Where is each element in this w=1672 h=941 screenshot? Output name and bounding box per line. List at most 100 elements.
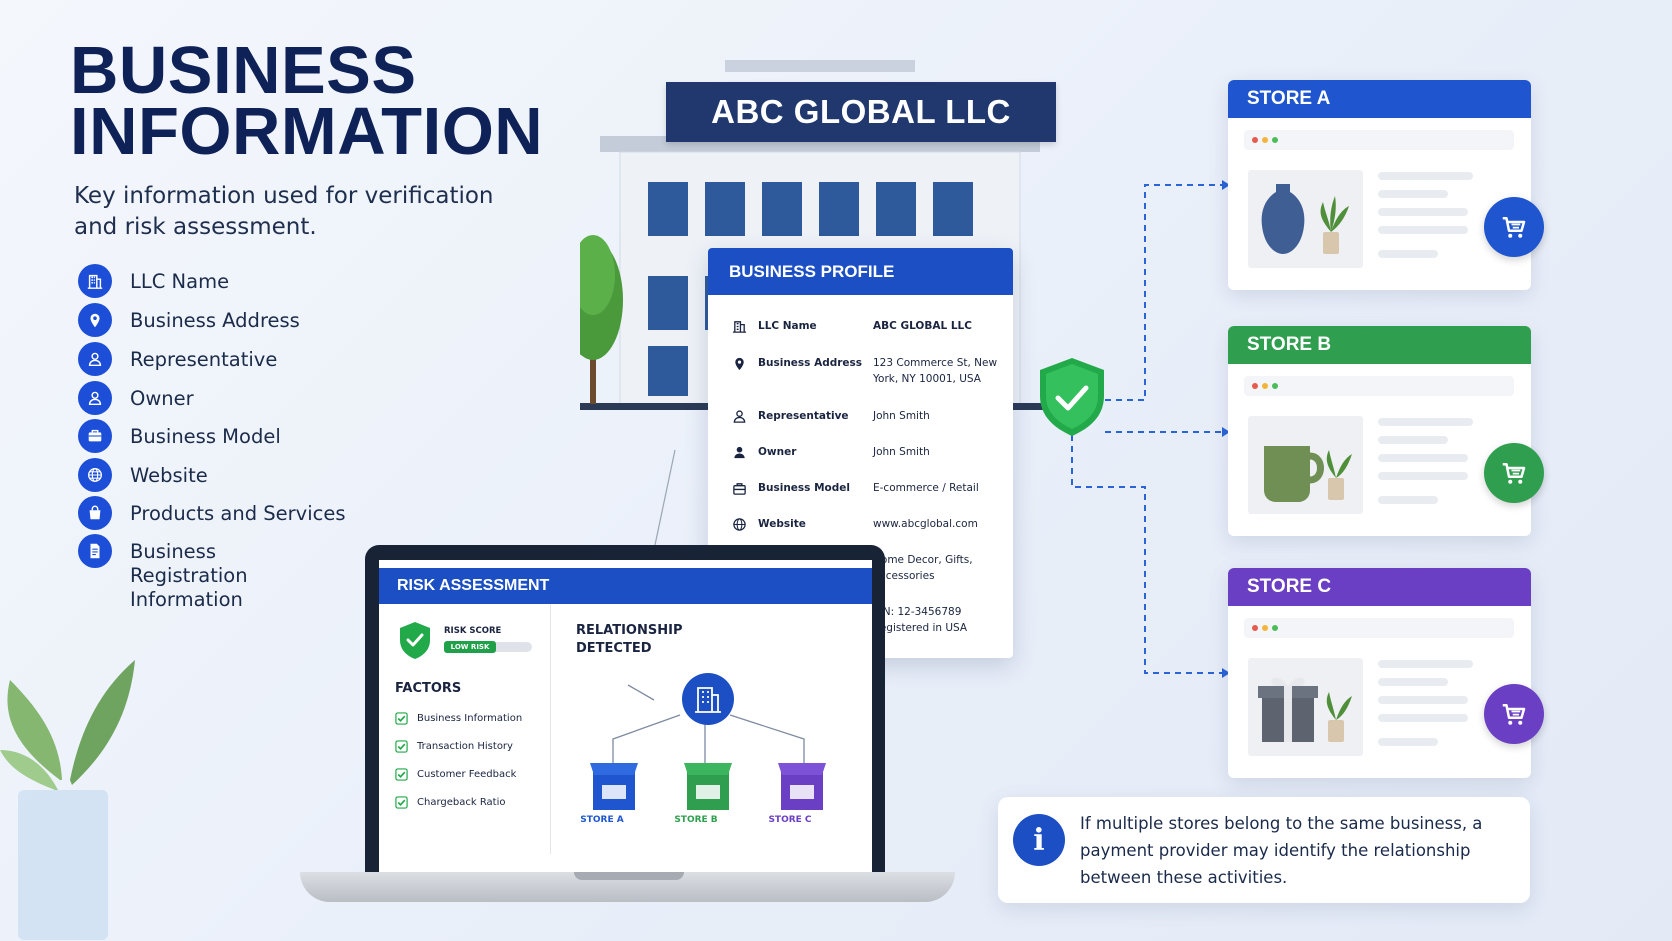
profile-value: ABC GLOBAL LLC (873, 320, 972, 332)
store-card-c: STORE C (1228, 568, 1531, 778)
relationship-diagram (590, 673, 826, 810)
info-item-label: Owner (130, 387, 194, 410)
info-icon: i (1013, 814, 1065, 866)
title-line-2: INFORMATION (70, 94, 544, 169)
product-image-vase (1248, 170, 1363, 268)
store-heading: STORE B (1228, 326, 1531, 364)
info-item-owner: Owner (78, 381, 194, 415)
info-note-card (998, 797, 1530, 903)
info-item-products-services: Products and Services (78, 496, 346, 530)
info-item-label: Website (130, 464, 208, 487)
business-profile-heading: BUSINESS PROFILE (708, 248, 1013, 295)
profile-value: John Smith (873, 410, 930, 422)
factor-item: Business Information (395, 712, 522, 725)
store-c-icon (778, 763, 826, 810)
profile-row-owner: Owner John Smith (708, 444, 1013, 460)
person-icon (78, 342, 112, 376)
connector-line-store-a (1105, 184, 1222, 401)
store-heading: STORE C (1228, 568, 1531, 606)
document-icon (78, 534, 112, 568)
cart-icon-store-b (1484, 443, 1544, 503)
globe-icon (78, 458, 112, 492)
checkbox-check-icon (395, 768, 408, 781)
building-icon (78, 264, 112, 298)
shopping-bag-icon (78, 496, 112, 530)
profile-row-business-model: Business Model E-commerce / Retail (708, 480, 1013, 496)
profile-key: LLC Name (758, 320, 817, 332)
risk-assessment-heading: RISK ASSESSMENT (379, 568, 872, 604)
building-sign: ABC GLOBAL LLC (666, 82, 1056, 142)
info-item-representative: Representative (78, 342, 278, 376)
store-heading: STORE A (1228, 80, 1531, 118)
browser-address-bar (1244, 376, 1514, 396)
mini-store-label-b: STORE B (674, 815, 718, 825)
laptop-screen (379, 560, 872, 872)
building-icon (729, 318, 749, 334)
profile-value: E-commerce / Retail (873, 482, 979, 494)
info-item-label: Representative (130, 348, 278, 371)
profile-row-website: Website www.abcglobal.com (708, 516, 1013, 532)
factor-item: Chargeback Ratio (395, 796, 506, 809)
cart-icon-store-a (1484, 197, 1544, 257)
briefcase-icon (78, 419, 112, 453)
profile-value: John Smith (873, 446, 930, 458)
store-card-a: STORE A (1228, 80, 1531, 290)
plant-illustration (0, 660, 135, 940)
relationship-detected-title: RELATIONSHIP DETECTED (576, 623, 683, 656)
page-title: BUSINESS INFORMATION (70, 33, 544, 169)
mini-store-label-a: STORE A (580, 815, 624, 825)
profile-value: 123 Commerce St, New York, NY 10001, USA (873, 357, 998, 385)
factors-title: FACTORS (395, 681, 462, 696)
person-icon (729, 408, 749, 424)
building-hub-icon (682, 673, 734, 725)
page-subtitle: Key information used for verification an… (74, 183, 494, 240)
profile-key: Representative (758, 410, 849, 422)
profile-key: Business Model (758, 482, 850, 494)
risk-level-badge: LOW RISK (444, 641, 496, 653)
globe-icon (729, 516, 749, 532)
info-item-label: Products and Services (130, 502, 346, 525)
store-a-icon (590, 763, 638, 810)
info-item-label: Business Model (130, 425, 281, 448)
browser-address-bar (1244, 618, 1514, 638)
risk-score-label: RISK SCORE (444, 626, 502, 636)
info-item-llc-name: LLC Name (78, 264, 230, 298)
person-icon (78, 381, 112, 415)
info-note-text: If multiple stores belong to the same bu… (1080, 814, 1483, 887)
person-icon (729, 444, 749, 460)
browser-address-bar (1244, 130, 1514, 150)
info-item-business-model: Business Model (78, 419, 281, 453)
factor-item: Transaction History (395, 740, 513, 753)
laptop-base-notch (574, 872, 684, 880)
info-item-website: Website (78, 458, 208, 492)
location-pin-icon (78, 303, 112, 337)
briefcase-icon (729, 480, 749, 496)
profile-key: Owner (758, 446, 797, 458)
profile-key: Business Address (758, 357, 863, 369)
profile-value: www.abcglobal.com (873, 518, 978, 530)
shield-check-icon (400, 622, 430, 659)
title-line-1: BUSINESS (70, 33, 417, 108)
factor-item: Customer Feedback (395, 768, 516, 781)
info-item-label: Business Address (130, 309, 300, 332)
product-image-gift-box (1248, 658, 1363, 756)
leader-line (654, 449, 676, 546)
info-item-label: LLC Name (130, 270, 230, 293)
info-item-label: Business Registration Information (130, 540, 248, 611)
location-pin-icon (729, 355, 749, 387)
profile-row-business-address: Business Address 123 Commerce St, New Yo… (708, 355, 1013, 387)
profile-key: Website (758, 518, 806, 530)
store-card-b: STORE B (1228, 326, 1531, 536)
product-image-mug (1248, 416, 1363, 514)
cart-icon-store-c (1484, 684, 1544, 744)
mini-store-label-c: STORE C (768, 815, 812, 825)
profile-value: Home Decor, Gifts, Accessories (873, 554, 973, 582)
profile-row-llc-name: LLC Name ABC GLOBAL LLC (708, 318, 1013, 334)
info-item-business-address: Business Address (78, 303, 300, 337)
connector-line-store-c (1071, 435, 1222, 674)
checkbox-check-icon (395, 712, 408, 725)
checkbox-check-icon (395, 796, 408, 809)
info-item-business-registration: Business Registration Information (78, 534, 330, 612)
checkbox-check-icon (395, 740, 408, 753)
store-b-icon (684, 763, 732, 810)
